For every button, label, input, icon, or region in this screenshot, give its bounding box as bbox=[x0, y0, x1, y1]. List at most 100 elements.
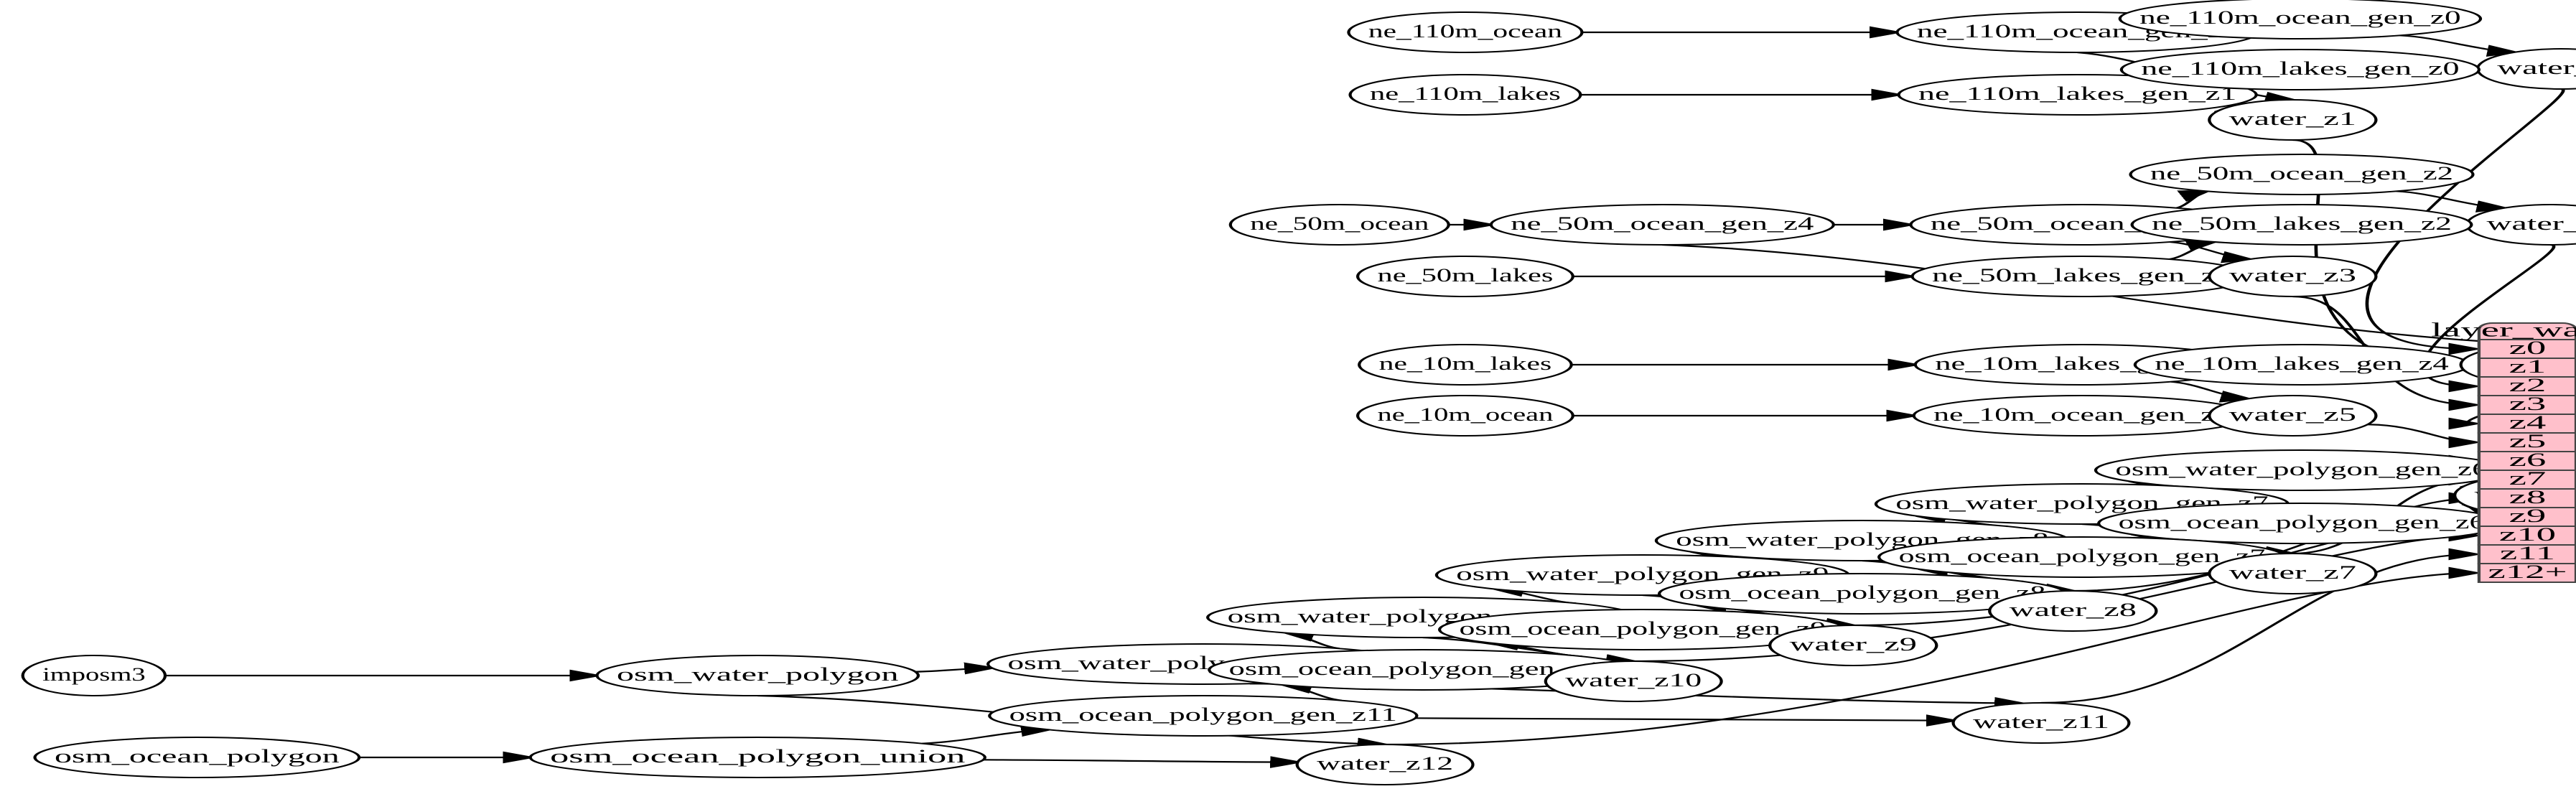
node-osm_ocean_polygon_union[interactable]: osm_ocean_polygon_union bbox=[528, 737, 986, 778]
edge-water_z2-to-layer_water-z2 bbox=[2422, 243, 2556, 386]
node-label: ne_50m_lakes_gen_z3 bbox=[1932, 266, 2232, 286]
node-osm_water_polygon_gen_z6[interactable]: osm_water_polygon_gen_z6 bbox=[2094, 449, 2510, 491]
layer-water-row-label: z9 bbox=[2509, 506, 2547, 526]
node-water_z2[interactable]: water_z2 bbox=[2465, 204, 2576, 246]
node-label: ne_50m_lakes_gen_z2 bbox=[2152, 214, 2452, 234]
node-shape bbox=[1347, 11, 1584, 53]
node-label: water_z8 bbox=[2010, 600, 2137, 620]
node-water_z3[interactable]: water_z3 bbox=[2208, 256, 2378, 297]
layer-water-row-z0[interactable] bbox=[2477, 339, 2576, 359]
node-shape bbox=[2118, 0, 2483, 39]
node-shape bbox=[988, 695, 1419, 737]
node-osm_ocean_polygon_gen_z8[interactable]: osm_ocean_polygon_gen_z8 bbox=[1657, 573, 2067, 615]
node-osm_ocean_polygon_gen_z7[interactable]: osm_ocean_polygon_gen_z7 bbox=[1877, 536, 2287, 578]
node-osm_ocean_polygon_gen_z6[interactable]: osm_ocean_polygon_gen_z6 bbox=[2097, 503, 2506, 544]
node-label: water_z0 bbox=[2497, 58, 2576, 78]
layer-water-row-z11[interactable] bbox=[2477, 544, 2576, 564]
edge-osm_ocean_polygon_union-to-water_z12 bbox=[983, 760, 1298, 762]
edge-osm_ocean_polygon_union-to-osm_ocean_polygon_gen_z11 bbox=[922, 729, 1048, 744]
node-water_z7[interactable]: water_z7 bbox=[2208, 553, 2378, 594]
layer-water-row-label: z8 bbox=[2509, 487, 2547, 508]
node-osm_ocean_polygon_gen_z9[interactable]: osm_ocean_polygon_gen_z9 bbox=[1437, 609, 1847, 650]
node-osm_ocean_polygon_gen_z11[interactable]: osm_ocean_polygon_gen_z11 bbox=[988, 695, 1419, 737]
layer-water-row-label: z5 bbox=[2509, 431, 2547, 452]
node-shape bbox=[1951, 702, 2131, 744]
node-shape bbox=[2208, 553, 2378, 594]
node-shape bbox=[1489, 204, 1835, 246]
node-ne_110m_lakes_gen_z0[interactable]: ne_110m_lakes_gen_z0 bbox=[2119, 49, 2481, 90]
node-ne_50m_ocean_gen_z2[interactable]: ne_50m_ocean_gen_z2 bbox=[2129, 154, 2475, 195]
layer-water-row-z9[interactable] bbox=[2477, 507, 2576, 527]
node-label: ne_110m_lakes_gen_z1 bbox=[1918, 84, 2236, 104]
node-shape bbox=[21, 655, 167, 696]
node-label: ne_10m_lakes bbox=[1379, 354, 1552, 374]
node-ne_10m_lakes[interactable]: ne_10m_lakes bbox=[1358, 344, 1573, 386]
node-ne_110m_lakes_gen_z1[interactable]: ne_110m_lakes_gen_z1 bbox=[1897, 74, 2258, 116]
layer-water-row-z5[interactable] bbox=[2477, 432, 2576, 452]
node-shape bbox=[2208, 99, 2378, 141]
layer-water-row-label: z7 bbox=[2509, 469, 2547, 489]
edge-water_z8-to-layer_water-z8 bbox=[2073, 498, 2475, 592]
node-water_z9[interactable]: water_z9 bbox=[1768, 625, 1938, 666]
node-water_z8[interactable]: water_z8 bbox=[1988, 590, 2158, 632]
node-label: water_z5 bbox=[2229, 405, 2356, 425]
node-shape bbox=[1228, 204, 1450, 246]
node-label: water_z12 bbox=[1317, 754, 1453, 774]
node-shape bbox=[33, 737, 361, 778]
node-water_z10[interactable]: water_z10 bbox=[1544, 660, 1723, 702]
node-ne_10m_ocean[interactable]: ne_10m_ocean bbox=[1355, 395, 1574, 436]
node-label: osm_ocean_polygon_union bbox=[550, 747, 965, 767]
node-ne_110m_lakes[interactable]: ne_110m_lakes bbox=[1348, 74, 1582, 116]
edge-ne_10m_lakes_gen_z5-to-water_z5 bbox=[2170, 381, 2248, 399]
node-label: osm_ocean_polygon_gen_z11 bbox=[1009, 705, 1397, 725]
node-water_z12[interactable]: water_z12 bbox=[1295, 744, 1475, 785]
node-label: ne_10m_ocean bbox=[1378, 405, 1554, 425]
layer-water-row-label: z1 bbox=[2509, 357, 2547, 377]
edge-osm_water_polygon-to-osm_water_polygon_gen_z11 bbox=[915, 668, 992, 671]
node-ne_50m_lakes[interactable]: ne_50m_lakes bbox=[1355, 256, 1574, 297]
node-shape bbox=[1897, 74, 2258, 116]
node-shape bbox=[1988, 590, 2158, 632]
node-shape bbox=[2129, 154, 2475, 195]
node-shape bbox=[2208, 256, 2378, 297]
node-label: water_z9 bbox=[1790, 635, 1917, 655]
node-label: ne_110m_ocean_gen_z0 bbox=[2139, 8, 2460, 28]
node-shape bbox=[595, 655, 920, 696]
node-imposm3[interactable]: imposm3 bbox=[21, 655, 167, 696]
node-water_z0[interactable]: water_z0 bbox=[2475, 48, 2576, 90]
node-water_z5[interactable]: water_z5 bbox=[2208, 395, 2378, 436]
node-ne_10m_lakes_gen_z4[interactable]: ne_10m_lakes_gen_z4 bbox=[2133, 344, 2470, 386]
node-label: ne_110m_lakes_gen_z0 bbox=[2141, 59, 2459, 79]
node-label: water_z1 bbox=[2229, 109, 2356, 129]
node-ne_50m_lakes_gen_z2[interactable]: ne_50m_lakes_gen_z2 bbox=[2130, 204, 2473, 246]
node-shape bbox=[1544, 660, 1723, 702]
node-water_z1[interactable]: water_z1 bbox=[2208, 99, 2378, 141]
node-osm_ocean_polygon_gen_z10[interactable]: osm_ocean_polygon_gen_z10 bbox=[1208, 649, 1638, 691]
node-shape bbox=[1355, 256, 1574, 297]
node-ne_110m_ocean_gen_z0[interactable]: ne_110m_ocean_gen_z0 bbox=[2118, 0, 2483, 39]
node-ne_50m_ocean_gen_z4[interactable]: ne_50m_ocean_gen_z4 bbox=[1489, 204, 1835, 246]
edge-ne_50m_ocean_gen_z3-to-water_z3 bbox=[2170, 241, 2250, 259]
node-ne_50m_lakes_gen_z3[interactable]: ne_50m_lakes_gen_z3 bbox=[1910, 256, 2254, 297]
node-osm_water_polygon[interactable]: osm_water_polygon bbox=[595, 655, 920, 696]
layer-water-row-label: z11 bbox=[2500, 543, 2555, 564]
layer-water-row-label: z4 bbox=[2509, 413, 2547, 433]
layer-water-row-label: z6 bbox=[2509, 450, 2547, 470]
node-label: osm_water_polygon_gen_z6 bbox=[2115, 459, 2488, 480]
node-ne_10m_ocean_gen_z5[interactable]: ne_10m_ocean_gen_z5 bbox=[1912, 395, 2252, 436]
node-label: osm_ocean_polygon_gen_z8 bbox=[1679, 583, 2046, 603]
node-label: osm_ocean_polygon bbox=[55, 747, 340, 767]
node-label: ne_50m_ocean_gen_z4 bbox=[1511, 214, 1814, 234]
node-label: water_z11 bbox=[1973, 712, 2109, 732]
node-water_z11[interactable]: water_z11 bbox=[1951, 702, 2131, 744]
node-label: osm_water_polygon bbox=[617, 665, 899, 685]
node-ne_110m_ocean[interactable]: ne_110m_ocean bbox=[1347, 11, 1584, 53]
edge-ne_50m_ocean_gen_z2-to-water_z2 bbox=[2396, 190, 2504, 207]
node-shape bbox=[1348, 74, 1582, 116]
node-ne_50m_ocean[interactable]: ne_50m_ocean bbox=[1228, 204, 1450, 246]
node-label: ne_10m_ocean_gen_z5 bbox=[1933, 405, 2231, 425]
node-osm_ocean_polygon[interactable]: osm_ocean_polygon bbox=[33, 737, 361, 778]
